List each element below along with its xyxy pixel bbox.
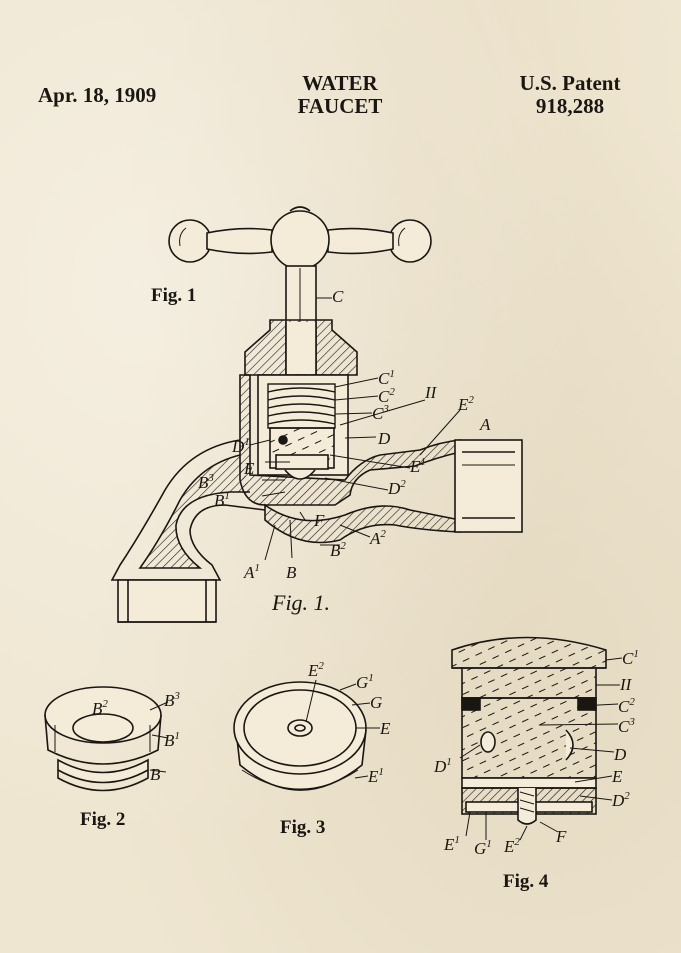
label-d2: D2 [387, 478, 406, 498]
fig4-label-e1: E1 [443, 834, 460, 854]
title-line-1: WATER [302, 71, 378, 95]
fig3-label-e: E [379, 719, 391, 738]
spout-outer [110, 439, 266, 581]
fig2-label-b: B [150, 765, 161, 784]
fig2-label-b3: B3 [164, 690, 180, 710]
label-b2: B2 [330, 540, 346, 560]
patent-label: U.S. Patent [519, 71, 621, 95]
fig4-label-c2: C2 [618, 696, 635, 716]
label-d: D [377, 429, 391, 448]
label-c3: C3 [372, 403, 389, 423]
fig-4-leaders [459, 657, 623, 841]
outlet [117, 579, 217, 623]
lower-channel [264, 503, 461, 544]
fig-3-disc [233, 681, 367, 791]
fig-3-leaders [305, 679, 380, 779]
patent-title: WATER FAUCET [250, 72, 430, 118]
fig4-label-c3: C3 [618, 716, 635, 736]
label-b: B [286, 563, 297, 582]
patent-number-block: U.S. Patent 918,288 [490, 72, 650, 118]
label-b1: B1 [214, 490, 230, 510]
fig-1-faucet [110, 206, 523, 623]
fig4-label-e2: E2 [503, 836, 520, 856]
fig-1-leaders [249, 297, 461, 561]
fig2-label-b1: B1 [164, 730, 180, 750]
fig-2-labels: B2 B3 B1 B [92, 690, 180, 784]
title-line-2: FAUCET [297, 94, 383, 118]
patent-date: Apr. 18, 1909 [38, 83, 157, 107]
fig-1-script-caption: Fig. 1. [271, 590, 330, 615]
handle [168, 206, 432, 270]
fig-4-labels: C1 II C2 C3 D E D2 D1 E1 G1 E2 F [433, 648, 639, 858]
label-e: E [243, 459, 255, 478]
fig-2-seat [44, 686, 162, 792]
spout-wall [138, 454, 250, 569]
fig4-label-c1: C1 [622, 648, 639, 668]
fig2-label-b2: B2 [92, 698, 108, 718]
fig4-label-e: E [611, 767, 623, 786]
fig3-label-e2: E2 [307, 660, 324, 680]
label-c2: C2 [378, 386, 395, 406]
fig3-label-g: G [370, 693, 382, 712]
label-c1: C1 [378, 368, 395, 388]
fig4-label-d2: D2 [611, 790, 630, 810]
label-a2: A2 [369, 528, 386, 548]
label-e1: E1 [409, 456, 426, 476]
label-b3: B3 [198, 472, 214, 492]
fig4-label-d: D [613, 745, 627, 764]
patent-number: 918,288 [535, 94, 605, 118]
fig4-label-ii: II [619, 675, 633, 694]
inlet-pipe [454, 439, 523, 533]
label-ii: II [424, 383, 438, 402]
fig-1-caption: Fig. 1 [151, 285, 197, 306]
fig3-label-e1: E1 [367, 766, 384, 786]
label-e2: E2 [457, 394, 474, 414]
label-a: A [479, 415, 491, 434]
label-d1: D1 [231, 436, 250, 456]
fig-3-caption: Fig. 3 [280, 817, 326, 838]
body-wall [239, 374, 461, 506]
fig4-label-d1: D1 [433, 756, 452, 776]
label-f: F [313, 511, 325, 530]
label-c: C [332, 287, 344, 306]
fig-4-caption: Fig. 4 [503, 871, 549, 892]
fig-3-labels: E2 G1 G E E1 [307, 660, 391, 786]
label-a1: A1 [243, 562, 260, 582]
fig4-label-f: F [555, 827, 567, 846]
fig-4-valve [451, 636, 607, 825]
fig-2-leaders [149, 701, 169, 773]
fig-1-labels: C C1 C2 C3 II E2 A D D1 E E1 B3 B1 D2 F … [198, 287, 491, 615]
fig-2-caption: Fig. 2 [80, 809, 126, 830]
fig4-label-g1: G1 [474, 838, 492, 858]
threads [267, 383, 336, 429]
fig3-label-g1: G1 [356, 672, 374, 692]
